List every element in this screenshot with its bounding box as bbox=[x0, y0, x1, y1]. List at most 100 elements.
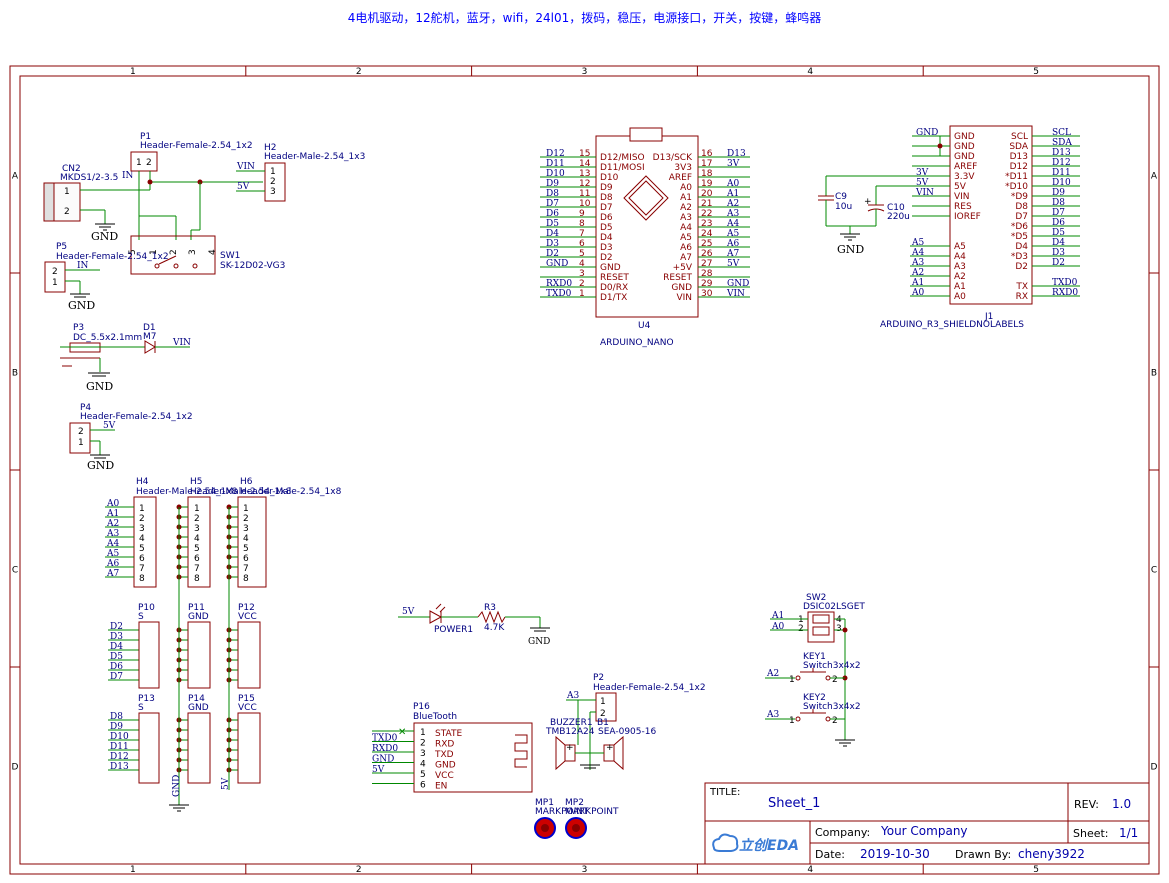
buzzer1-ref: BUZZER1 bbox=[550, 718, 593, 728]
buzzer1-value: TMB12A24 bbox=[545, 727, 595, 737]
nano-pin-label: D0/RX bbox=[600, 283, 628, 293]
bt-pin-number: 4 bbox=[420, 760, 426, 770]
p3-dc-jack: P3 DC_5.5x2.1mm GND D1 M7 VIN bbox=[60, 323, 191, 393]
svg-text:1: 1 bbox=[78, 438, 84, 448]
svg-text:2: 2 bbox=[146, 158, 152, 168]
sheet-value: 1/1 bbox=[1119, 826, 1138, 840]
uno-net-label: D4 bbox=[1052, 238, 1065, 248]
uno-pin-label: D7 bbox=[1015, 212, 1028, 222]
sheet-description: 4电机驱动，12舵机，蓝牙，wifi，24l01，拨码，稳压，电源接口，开关，按… bbox=[347, 11, 822, 25]
key1-value: Switch3x4x2 bbox=[803, 661, 861, 671]
uno-pin-label: AREF bbox=[954, 162, 977, 172]
uno-pin-label: RES bbox=[954, 202, 972, 212]
uno-net-label: A5 bbox=[911, 238, 924, 248]
uno-net-label: 3V bbox=[916, 168, 929, 178]
bt-pin-number: 1 bbox=[420, 728, 426, 738]
gnd-label: GND bbox=[87, 459, 114, 472]
nano-pin-label: A1 bbox=[680, 193, 692, 203]
key1-ref: KEY1 bbox=[803, 652, 826, 662]
nano-net-label: A4 bbox=[726, 219, 739, 229]
net-5v: 5V bbox=[402, 607, 415, 617]
nano-pin-label: +5V bbox=[673, 263, 693, 273]
bt-pin-label: EN bbox=[435, 782, 447, 792]
bt-net-label: RXD0 bbox=[372, 744, 398, 754]
bt-pin-label: GND bbox=[435, 761, 456, 771]
nano-pin-number: 16 bbox=[701, 149, 713, 159]
bt-pin-number: 3 bbox=[420, 749, 426, 759]
uno-pin-label: VIN bbox=[954, 192, 970, 202]
p3-ref: P3 bbox=[73, 323, 84, 333]
mp2-value: MARKPOINT bbox=[565, 807, 619, 817]
h4-pin-number: 2 bbox=[139, 514, 145, 524]
uno-pin-label: D12 bbox=[1010, 162, 1028, 172]
nano-pin-number: 22 bbox=[701, 209, 712, 219]
servo-headers: P10 S P11 GND P12 VCC P13 S P14 GND P15 … bbox=[138, 507, 261, 812]
p5-ref: P5 bbox=[56, 242, 67, 252]
nano-pin-number: 15 bbox=[579, 149, 590, 159]
uno-net-label: D7 bbox=[1052, 208, 1065, 218]
svg-text:2: 2 bbox=[52, 267, 58, 277]
title-block: TITLE: Sheet_1 REV: 1.0 Company: Your Co… bbox=[704, 782, 1150, 865]
nano-pin-number: 20 bbox=[701, 189, 713, 199]
nano-pin-label: D8 bbox=[600, 193, 613, 203]
h5-pin-number: 7 bbox=[194, 564, 200, 574]
uno-pin-label: *D10 bbox=[1005, 182, 1028, 192]
title-label: TITLE: bbox=[709, 787, 740, 798]
eda-logo-text: 立创EDA bbox=[739, 837, 799, 854]
p4-value: Header-Female-2.54_1x2 bbox=[80, 412, 193, 422]
uno-pin-label: A2 bbox=[954, 272, 966, 282]
h5-pin-number: 5 bbox=[194, 544, 200, 554]
nano-net-label: D12 bbox=[546, 149, 565, 159]
uno-pin-label: D8 bbox=[1015, 202, 1028, 212]
power-led: 5V POWER1 R3 4.7K GND bbox=[398, 603, 550, 647]
h4-pin-number: 7 bbox=[139, 564, 145, 574]
nano-pin-number: 27 bbox=[701, 259, 712, 269]
h4-pin-number: 1 bbox=[139, 504, 145, 514]
uno-pin-label: *D5 bbox=[1011, 232, 1028, 242]
uno-pin-label: TX bbox=[1015, 282, 1028, 292]
svg-text:2: 2 bbox=[832, 716, 838, 726]
uno-net-label: A4 bbox=[911, 248, 924, 258]
svg-text:1: 1 bbox=[789, 675, 795, 685]
nano-net-label: D10 bbox=[546, 169, 565, 179]
h5-value: Header-Male-2.54_1x8 bbox=[190, 487, 292, 497]
nano-pin-number: 17 bbox=[701, 159, 712, 169]
company-value: Your Company bbox=[880, 824, 968, 838]
p16-value: BlueTooth bbox=[413, 712, 457, 722]
uno-net-label: D8 bbox=[1052, 198, 1065, 208]
p3-value: DC_5.5x2.1mm bbox=[73, 333, 142, 343]
nano-pin-label: A3 bbox=[680, 213, 692, 223]
svg-text:2: 2 bbox=[64, 207, 70, 217]
nano-net-label: D6 bbox=[546, 209, 559, 219]
frame-col-label: 2 bbox=[356, 67, 362, 77]
mp2-ref: MP2 bbox=[565, 798, 584, 808]
p12-ref: P12 bbox=[238, 603, 255, 613]
nano-pin-number: 6 bbox=[579, 239, 585, 249]
h6-pin-number: 2 bbox=[243, 514, 249, 524]
uno-pin-label: SCL bbox=[1011, 132, 1028, 142]
h4-net-label: A4 bbox=[106, 539, 119, 549]
c9-ref: C9 bbox=[835, 192, 847, 202]
nano-pin-number: 23 bbox=[701, 219, 712, 229]
net-a2: A2 bbox=[766, 669, 779, 679]
h4-net-label: A1 bbox=[106, 509, 119, 519]
uno-net-label: A1 bbox=[911, 278, 924, 288]
nano-pin-label: D7 bbox=[600, 203, 613, 213]
r3-value: 4.7K bbox=[484, 623, 505, 633]
p4-header: P4 Header-Female-2.54_1x2 21 GND 5V bbox=[69, 403, 193, 472]
rev-label: REV: bbox=[1074, 798, 1099, 811]
nano-pin-number: 3 bbox=[579, 269, 585, 279]
date-value: 2019-10-30 bbox=[860, 847, 930, 861]
svg-text:2: 2 bbox=[78, 427, 84, 437]
nano-pin-number: 4 bbox=[579, 259, 585, 269]
sheet-label: Sheet: bbox=[1073, 827, 1109, 840]
servo-net-label: D11 bbox=[110, 742, 129, 752]
uno-pin-label: D13 bbox=[1010, 152, 1028, 162]
nano-net-label: D13 bbox=[727, 149, 746, 159]
frame-col-label: 3 bbox=[582, 67, 588, 77]
nano-pin-number: 7 bbox=[579, 229, 585, 239]
nano-pin-number: 2 bbox=[579, 279, 585, 289]
frame-row-label: A bbox=[12, 172, 19, 182]
